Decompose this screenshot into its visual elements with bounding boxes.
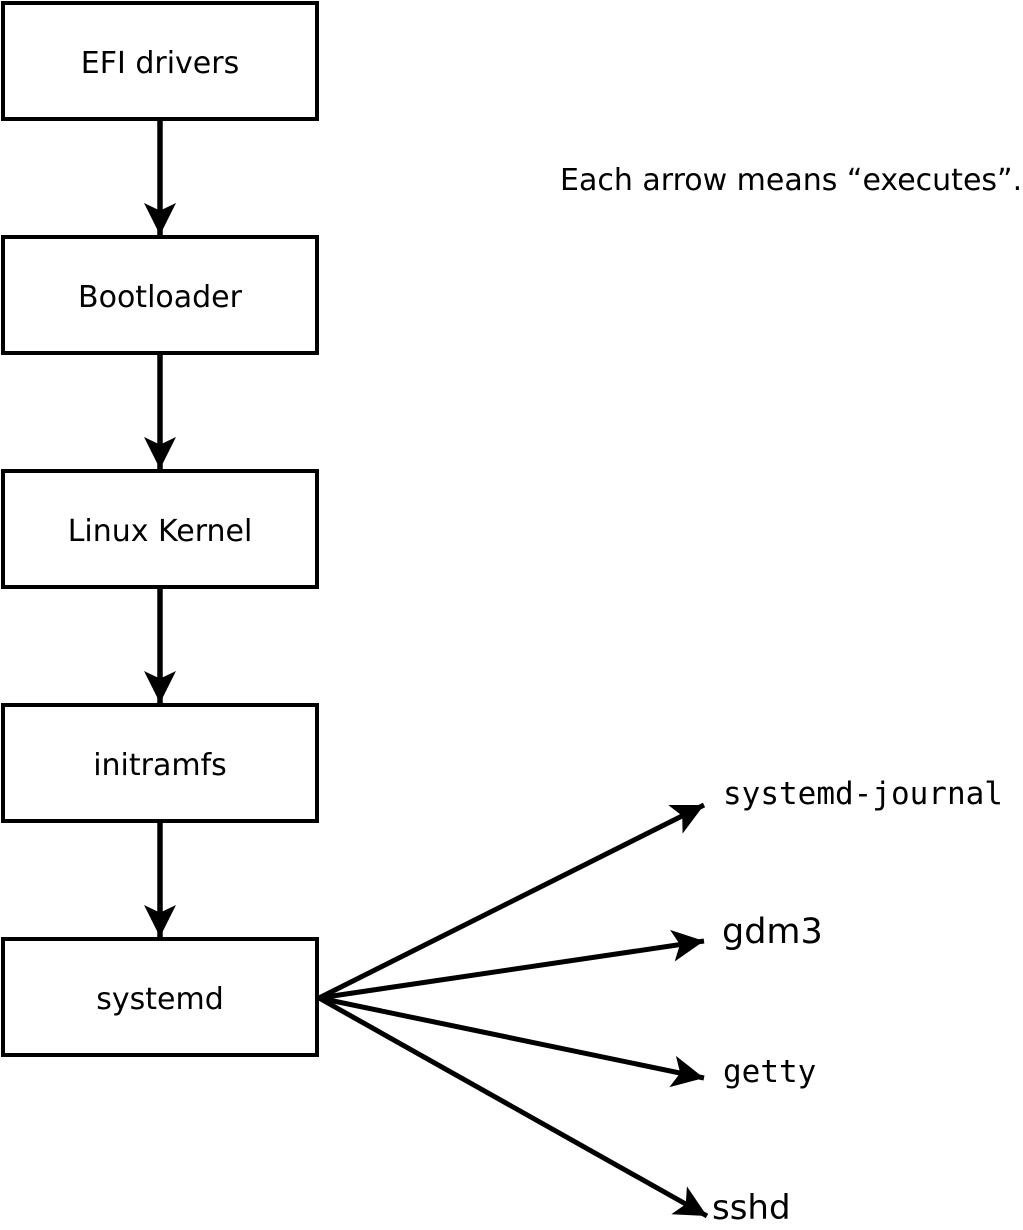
arrow-systemd-to-journal [317,802,706,1001]
process-label-getty: getty [723,1054,816,1090]
node-bootloader-label: Bootloader [78,280,243,315]
node-initramfs-label: initramfs [93,748,227,783]
node-linux-kernel-box [1,469,319,589]
node-systemd: systemd [1,937,319,1057]
arrow-systemd-to-sshd [317,995,709,1219]
arrow-systemd-to-gdm3 [318,929,705,1001]
process-label-systemd-journal: systemd-journal [723,776,1003,812]
node-bootloader: Bootloader [1,235,319,355]
node-initramfs: initramfs [1,703,319,823]
node-efi-drivers-label: EFI drivers [81,46,239,81]
node-linux-kernel: Linux Kernel [1,469,319,589]
node-efi-drivers-box [1,1,319,121]
process-label-sshd: sshd [712,1188,791,1228]
node-bootloader-box [1,235,319,355]
process-label-gdm3: gdm3 [722,912,823,952]
node-efi-drivers: EFI drivers [1,1,319,121]
node-initramfs-box [1,703,319,823]
annotation-text: Each arrow means “executes”. [560,163,1022,198]
arrow-systemd-to-getty [318,995,705,1088]
node-linux-kernel-label: Linux Kernel [68,514,253,549]
node-systemd-label: systemd [96,982,224,1017]
node-systemd-box [1,937,319,1057]
